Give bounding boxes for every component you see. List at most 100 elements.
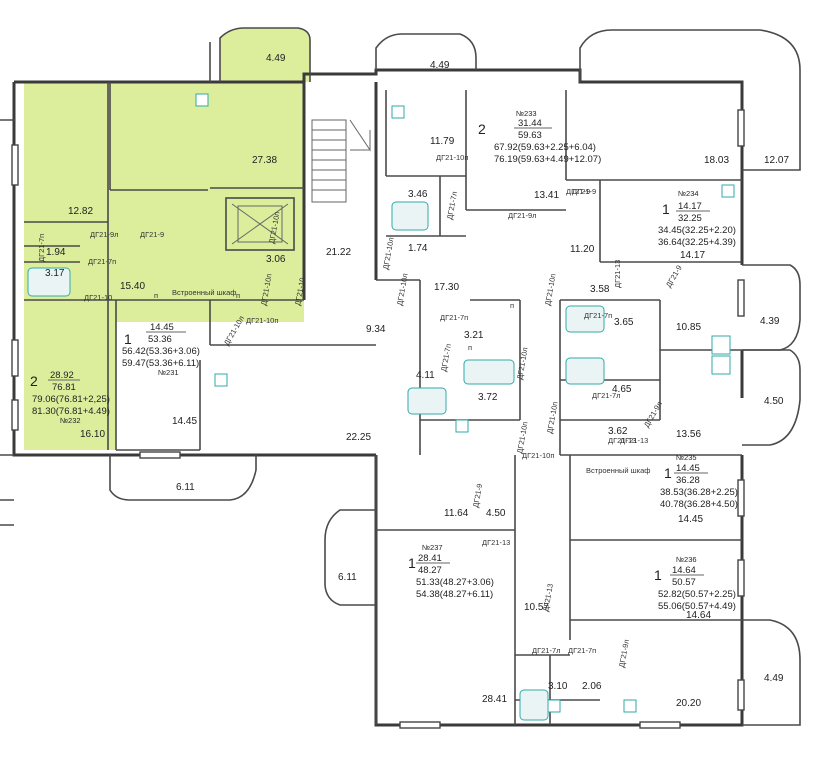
door-label-d11: ДГ21-10л <box>395 273 410 307</box>
room-area-r13: 18.03 <box>704 155 729 166</box>
apartment-235-living: 14.45 <box>676 463 700 474</box>
apartment-234-total: 32.25 <box>678 213 702 224</box>
room-area-r40: 14.64 <box>686 610 711 621</box>
door-label-d31: ДГ21-7л <box>532 646 561 655</box>
apartment-236-info[interactable]: №236 1 14.64 50.57 52.82(50.57+2.25) 55.… <box>654 555 736 612</box>
room-area-r12: 13.41 <box>534 190 559 201</box>
door-label-d14: ДГ21-9 <box>566 187 590 196</box>
room-area-r31: 4.39 <box>760 316 780 327</box>
door-label-d16: ДГ21-10п <box>436 153 468 162</box>
room-area-r3: 12.82 <box>68 206 93 217</box>
windows <box>11 109 745 729</box>
room-area-r10: 3.46 <box>408 189 428 200</box>
room-area-r7: 16.10 <box>80 429 105 440</box>
elevator-shaft <box>225 197 295 251</box>
room-area-r20: 9.34 <box>366 324 386 335</box>
apartment-234-with-balcony: 34.45(32.25+2.20) <box>658 225 736 236</box>
room-area-r45: 4.49 <box>764 673 784 684</box>
apartment-232-info[interactable]: 2 28.92 76.81 79.06(76.81+2,25) 81.30(76… <box>30 370 110 425</box>
apartment-231-info[interactable]: 1 14.45 53.36 56.42(53.36+3.06) 59.47(53… <box>122 322 200 377</box>
room-area-r44: 20.20 <box>676 698 701 709</box>
door-label-d20: ДГ21-7п <box>584 311 612 320</box>
apartment-235-with-loggia: 40.78(36.28+4.50) <box>660 499 738 510</box>
room-area-r43: 28.41 <box>482 694 507 705</box>
apartment-233-info[interactable]: №233 2 31.44 59.63 67.92(59.63+2.25+6.04… <box>478 109 601 165</box>
room-area-r32: 4.50 <box>764 396 784 407</box>
apartment-233-rooms: 2 <box>478 121 486 137</box>
door-label-d34: ДГ21-10п <box>545 401 559 434</box>
room-area-r21: 3.21 <box>464 330 484 341</box>
apartment-233-with-balcony: 67.92(59.63+2.25+6.04) <box>494 142 596 153</box>
stairwell <box>311 119 371 203</box>
door-label-d4: ДГ21-7п <box>88 257 116 266</box>
apartment-231-with-loggia: 59.47(53.36+6.11) <box>122 358 199 369</box>
apartment-235-rooms: 1 <box>664 465 672 481</box>
door-label-d25: ДГ21-10п <box>543 273 557 306</box>
apartment-237-with-balcony: 51.33(48.27+3.06) <box>416 577 494 588</box>
balconies <box>109 27 801 726</box>
room-area-r33: 13.56 <box>676 429 701 440</box>
apartment-232-living: 28.92 <box>50 370 74 381</box>
apartment-232-highlight[interactable] <box>24 28 310 450</box>
door-label-d5: ДГ21-10 <box>84 293 112 302</box>
door-label-d12: ДГ21-7п <box>440 313 468 322</box>
apartment-234-rooms: 1 <box>662 201 670 217</box>
room-area-r29: 3.62 <box>608 426 628 437</box>
apartment-237-with-loggia: 54.38(48.27+6.11) <box>416 589 493 600</box>
info-dividers <box>48 127 710 576</box>
door-label-d24: ДГ21-10п <box>515 421 529 454</box>
room-area-r9: 11.79 <box>430 136 455 147</box>
door-label-d3: ДГ21-9 <box>140 230 164 239</box>
sink-fixtures <box>195 93 735 713</box>
apartment-236-number: №236 <box>676 555 697 564</box>
built-in-closet-label-2: Встроенный шкаф <box>586 466 650 475</box>
door-label-d33: ДГ21-9л <box>617 639 631 669</box>
apartment-232-with-loggia: 81.30(76.81+4.49) <box>32 406 110 417</box>
room-area-r19: 17.30 <box>434 282 459 293</box>
room-area-r2: 27.38 <box>252 155 277 166</box>
apartment-236-with-balcony: 52.82(50.57+2.25) <box>658 589 736 600</box>
apartment-232-number: №232 <box>60 416 81 425</box>
room-area-r37: 14.45 <box>678 514 703 525</box>
apartment-237-info[interactable]: №237 1 28.41 48.27 51.33(48.27+3.06) 54.… <box>408 543 494 600</box>
apartment-237-number: №237 <box>422 543 443 552</box>
mark-p1: п <box>154 291 158 300</box>
room-area-labels: 4.49 27.38 12.82 1.94 3.17 15.40 16.10 4… <box>45 53 789 709</box>
apartment-231-with-balcony: 56.42(53.36+3.06) <box>122 346 200 357</box>
room-area-r17: 21.22 <box>326 247 351 258</box>
apartment-231-living: 14.45 <box>150 322 174 333</box>
room-area-r39: 10.57 <box>524 602 549 613</box>
room-area-r1: 4.49 <box>266 53 286 64</box>
door-label-d21: ДГ21-7п <box>439 343 453 372</box>
bathtub-fixtures <box>27 201 605 721</box>
door-label-d1: ДГ21-7п <box>37 234 46 262</box>
room-area-r4: 1.94 <box>46 247 66 258</box>
door-label-d28: ДГ21-9 <box>471 483 484 508</box>
apartment-235-number: №235 <box>676 453 697 462</box>
room-area-r23: 3.72 <box>478 392 498 403</box>
apartment-235-info[interactable]: №235 1 14.45 36.28 38.53(36.28+2.25) 40.… <box>660 453 738 510</box>
apartment-234-info[interactable]: №234 1 14.17 32.25 34.45(32.25+2.20) 36.… <box>658 189 736 248</box>
room-area-r6: 15.40 <box>120 281 145 292</box>
apartment-233-living: 31.44 <box>518 118 542 129</box>
door-label-d36: ДГ21-13 <box>541 583 555 612</box>
apartment-231-rooms: 1 <box>124 331 132 347</box>
room-area-r11: 1.74 <box>408 243 428 254</box>
room-area-r14: 12.07 <box>764 155 789 166</box>
apartment-236-with-loggia: 55.06(50.57+4.49) <box>658 601 736 612</box>
built-in-closet-label: Встроенный шкаф <box>172 288 236 297</box>
apartment-232-rooms: 2 <box>30 373 38 389</box>
apartment-233-total: 59.63 <box>518 130 542 141</box>
interior-walls <box>24 82 742 725</box>
misc-marks: п п п п <box>154 291 514 352</box>
room-area-r42: 2.06 <box>582 681 602 692</box>
door-label-d29: ДГ21-10п <box>522 451 554 460</box>
room-area-r38: 6.11 <box>338 572 357 583</box>
apartment-237-living: 28.41 <box>418 553 442 564</box>
door-label-d15: ДГ21-7л <box>445 191 459 221</box>
door-label-d13: ДГ21-9л <box>508 211 537 220</box>
door-label-d19: ДГ21-9 <box>664 264 684 289</box>
apartment-234-living: 14.17 <box>678 201 702 212</box>
apartment-236-total: 50.57 <box>672 577 696 588</box>
room-area-r26: 3.58 <box>590 284 610 295</box>
